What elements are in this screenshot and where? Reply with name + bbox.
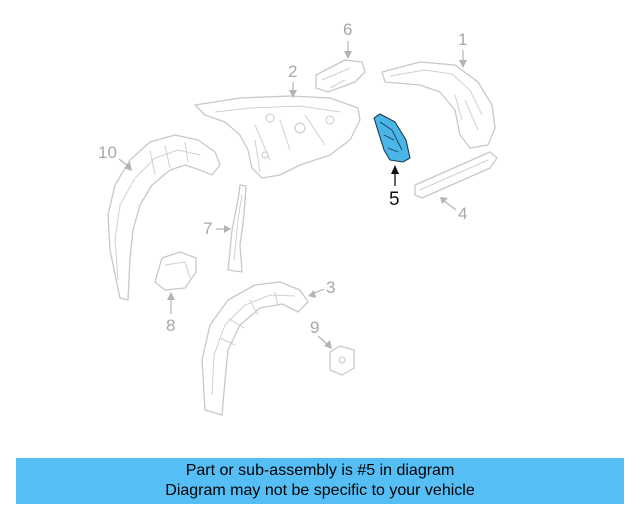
callout-7-label: 7	[203, 219, 212, 238]
callout-3-label: 3	[326, 278, 335, 297]
callout-1-label: 1	[458, 30, 467, 49]
part-9-clip[interactable]	[329, 345, 355, 376]
callout-9-label: 9	[310, 318, 319, 337]
part-1-upper-rail[interactable]	[381, 61, 496, 149]
part-4-reinforcement[interactable]	[414, 151, 498, 199]
banner-disclaimer: Diagram may not be specific to your vehi…	[165, 482, 475, 499]
part-2-quarter-inner-panel[interactable]	[194, 95, 361, 179]
callout-5-label: 5	[389, 189, 400, 210]
callout-10: 10	[98, 143, 132, 171]
callout-4: 4	[440, 197, 467, 223]
part-10-wheelhouse-outer[interactable]	[107, 134, 221, 301]
callout-1: 1	[458, 30, 467, 68]
callout-2-label: 2	[288, 62, 297, 81]
callout-6-label: 6	[343, 20, 352, 39]
callout-9: 9	[310, 318, 332, 349]
callout-10-label: 10	[98, 143, 117, 162]
part-3-wheelhouse-inner[interactable]	[201, 281, 309, 416]
callout-5: 5	[389, 165, 400, 210]
part-5-highlighted-bracket[interactable]	[373, 113, 411, 163]
banner-part-note: Part or sub-assembly is #5 in diagram	[185, 462, 455, 479]
callout-8: 8	[166, 292, 175, 335]
parts-diagram: 1 2 3 4 6 7 8 9 10	[98, 20, 498, 416]
info-banner: Part or sub-assembly is #5 in diagram Di…	[16, 458, 624, 504]
callout-2: 2	[288, 62, 297, 98]
callout-6: 6	[343, 20, 352, 59]
callout-4-label: 4	[458, 204, 467, 223]
part-8-bracket[interactable]	[154, 251, 197, 291]
callout-8-label: 8	[166, 316, 175, 335]
callout-3: 3	[308, 278, 335, 298]
part-7-pillar[interactable]	[227, 184, 247, 273]
part-6-bracket[interactable]	[315, 59, 366, 93]
callout-7: 7	[203, 219, 231, 238]
